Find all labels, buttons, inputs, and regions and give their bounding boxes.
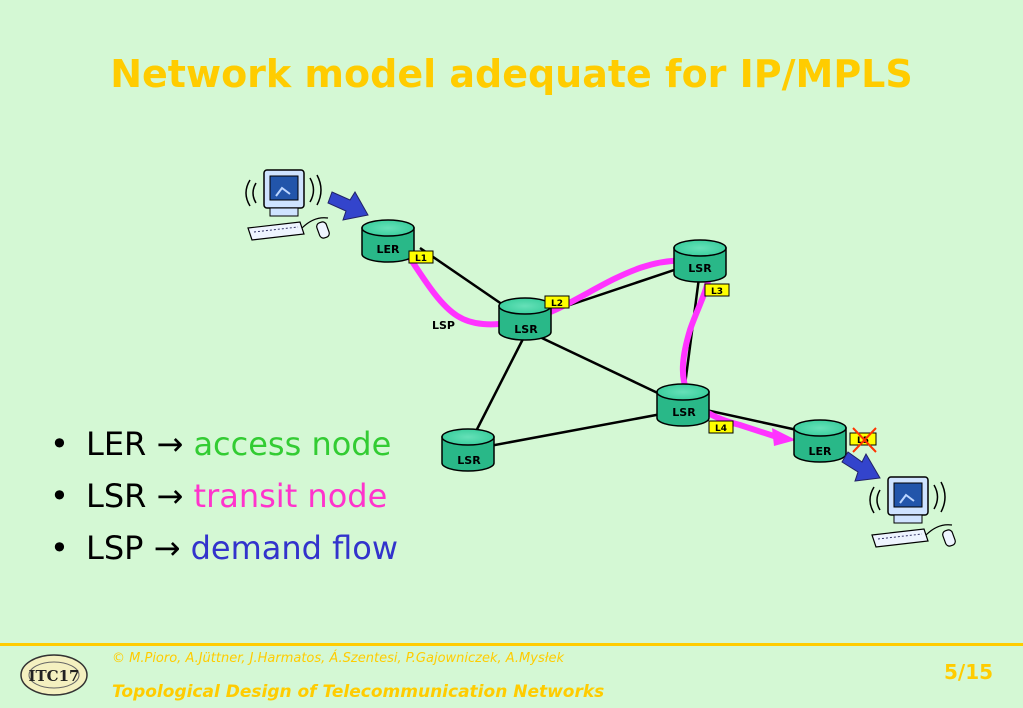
footer-divider bbox=[0, 643, 1023, 646]
bullet-definition: demand flow bbox=[190, 529, 399, 567]
computer-icon-destination bbox=[869, 476, 956, 548]
svg-text:L3: L3 bbox=[711, 287, 723, 297]
link-label-l3: L3 bbox=[704, 283, 730, 297]
link-label-l5: L5 bbox=[849, 427, 877, 453]
svg-text:ITC17: ITC17 bbox=[29, 667, 80, 685]
page-number: 5/15 bbox=[944, 660, 994, 684]
bullet-term: LSR bbox=[86, 477, 147, 515]
arrow-icon: → bbox=[156, 477, 184, 515]
node-ler-top: LER bbox=[361, 219, 415, 263]
bullet-list: • LER → access node • LSR → transit node •… bbox=[50, 418, 398, 574]
link-label-l1: L1 bbox=[408, 250, 434, 264]
node-label: LSR bbox=[457, 454, 481, 467]
itc17-logo: ITC17 bbox=[20, 654, 88, 696]
link-lsr-lsr-bottom bbox=[466, 334, 527, 448]
node-label: LSR bbox=[672, 406, 696, 419]
bullet-lsr: • LSR → transit node bbox=[50, 470, 398, 522]
node-lsr-upper-right: LSR bbox=[673, 239, 727, 283]
node-label: LSR bbox=[514, 323, 538, 336]
node-lsr-mid-right: LSR bbox=[656, 383, 710, 427]
bullet-dot-icon: • bbox=[50, 477, 69, 515]
node-label: LSR bbox=[688, 262, 712, 275]
bullet-dot-icon: • bbox=[50, 529, 69, 567]
node-label: LER bbox=[377, 243, 401, 256]
bullet-dot-icon: • bbox=[50, 425, 69, 463]
svg-text:L1: L1 bbox=[415, 254, 427, 264]
footer-credits: © M.Pioro, A.Jüttner, J.Harmatos, Á.Szen… bbox=[112, 651, 564, 666]
link-label-l4: L4 bbox=[708, 420, 734, 434]
lsp-label: LSP bbox=[432, 319, 455, 332]
bullet-term: LSP bbox=[86, 529, 144, 567]
bullet-definition: access node bbox=[193, 425, 392, 463]
svg-text:L4: L4 bbox=[715, 424, 727, 434]
bullet-ler: • LER → access node bbox=[50, 418, 398, 470]
node-lsr-center: LSR bbox=[498, 297, 552, 341]
svg-text:L2: L2 bbox=[551, 299, 563, 309]
arrow-icon: → bbox=[156, 425, 184, 463]
link-bottom-midright bbox=[467, 408, 684, 452]
lsp-path bbox=[405, 252, 783, 441]
bullet-term: LER bbox=[86, 425, 147, 463]
node-lsr-bottom-left: LSR bbox=[441, 428, 495, 472]
slide-title: Network model adequate for IP/MPLS bbox=[110, 52, 913, 96]
ingress-arrow-icon bbox=[327, 191, 369, 221]
bullet-lsp: • LSP → demand flow bbox=[50, 522, 398, 574]
computer-icon-source bbox=[245, 169, 330, 241]
node-ler-right: LER bbox=[793, 419, 847, 463]
egress-arrow-icon bbox=[841, 451, 881, 482]
lsp-arrowhead bbox=[772, 428, 796, 446]
link-label-l2: L2 bbox=[544, 295, 570, 309]
bullet-definition: transit node bbox=[193, 477, 388, 515]
arrow-icon: → bbox=[153, 529, 181, 567]
footer-course-title: Topological Design of Telecommunication … bbox=[112, 682, 605, 702]
node-label: LER bbox=[809, 445, 833, 458]
